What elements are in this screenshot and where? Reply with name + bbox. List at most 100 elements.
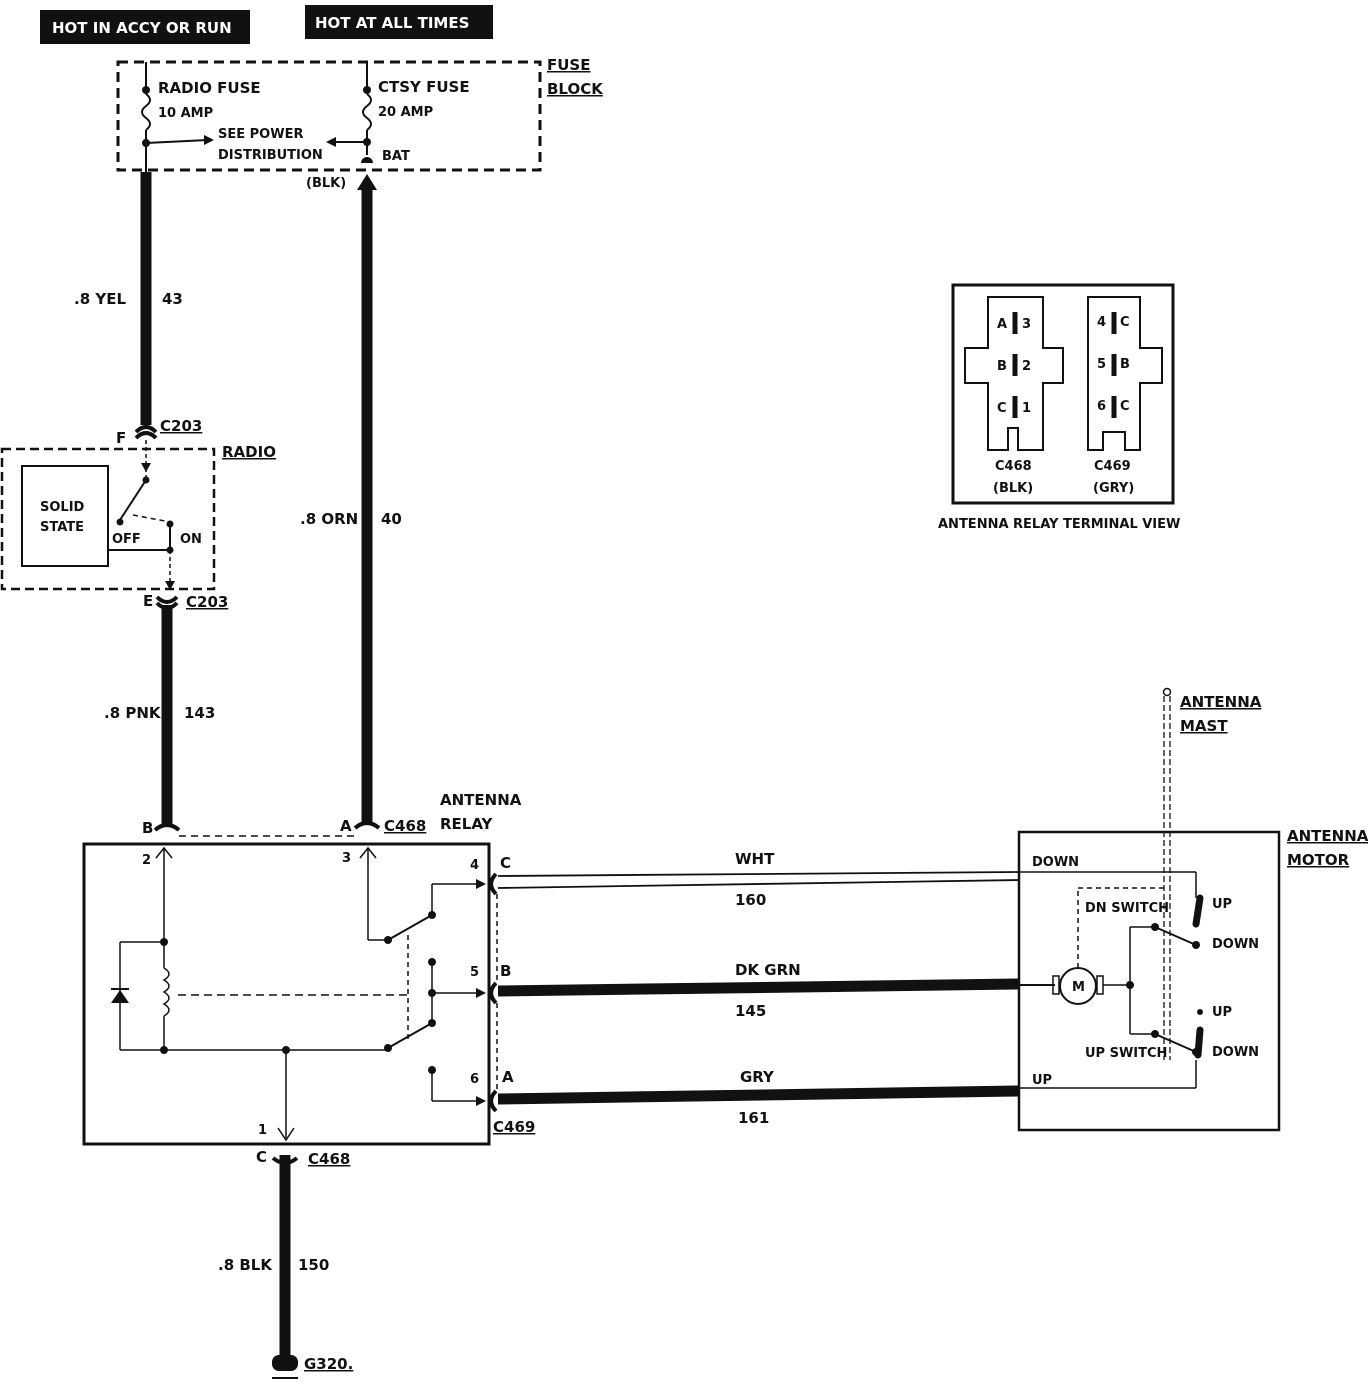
dn-switch-down: DOWN: [1212, 937, 1259, 952]
tv-right-r2-num: 5: [1097, 357, 1106, 372]
c203-pin-f: F: [116, 429, 126, 447]
tv-left-r3-num: 1: [1022, 401, 1031, 416]
wire-wht-circuit: 160: [735, 891, 766, 909]
diode-icon: [111, 990, 129, 1003]
radio-fuse-label: RADIO FUSE: [158, 79, 261, 97]
tv-left-r1-num: 3: [1022, 317, 1031, 332]
term-2-label: 2: [142, 853, 151, 868]
tv-right-r1-num: 4: [1097, 315, 1106, 330]
radio-fuse-icon: [141, 93, 151, 131]
bat-label: BAT: [382, 149, 410, 164]
wire-pnk-143: .8 PNK 143: [104, 605, 215, 825]
up-switch-label: UP SWITCH: [1085, 1046, 1167, 1061]
up-switch-down: DOWN: [1212, 1045, 1259, 1060]
wire-blk-150: .8 BLK 150: [218, 1155, 329, 1360]
mast-label-1: ANTENNA: [1180, 693, 1262, 711]
radio: F C203 RADIO SOLID STATE OFF ON E C203: [0, 417, 276, 611]
tv-right-color: (GRY): [1093, 481, 1134, 496]
dn-switch-label: DN SWITCH: [1085, 901, 1169, 916]
tv-left-name: C468: [995, 459, 1032, 474]
term-6-label: 6: [470, 1072, 479, 1087]
antenna-relay: ANTENNA RELAY B A C468 2 1 3: [82, 791, 535, 1168]
hot-at-all-times-badge: HOT AT ALL TIMES: [305, 5, 493, 39]
c203-label-top: C203: [160, 417, 202, 435]
solid-state-label-2: STATE: [40, 520, 84, 535]
solid-state-label-1: SOLID: [40, 500, 85, 515]
radio-title: RADIO: [222, 443, 276, 461]
wire-yel-label: .8 YEL: [74, 290, 126, 308]
dn-switch-up: UP: [1212, 897, 1232, 912]
wire-yel-43: .8 YEL 43: [74, 172, 183, 425]
see-power-label-2: DISTRIBUTION: [218, 148, 323, 163]
motor-title-1: ANTENNA: [1287, 827, 1368, 845]
fuse-block-label-1: FUSE: [547, 56, 590, 74]
tv-left-r3-letter: C: [997, 401, 1007, 416]
wire-dkgrn-label: DK GRN: [735, 961, 801, 979]
ground-icon: [272, 1355, 298, 1371]
tv-left-color: (BLK): [993, 481, 1033, 496]
relay-pin-a: A: [340, 817, 352, 835]
radio-fuse-amp: 10 AMP: [158, 106, 213, 121]
ground-g320: G320.: [272, 1355, 353, 1379]
ground-label: G320.: [304, 1355, 353, 1373]
relay-title-2: RELAY: [440, 815, 494, 833]
up-switch-up: UP: [1212, 1005, 1232, 1020]
tv-left-r1-letter: A: [997, 317, 1007, 332]
tv-right-r1-letter: C: [1120, 315, 1130, 330]
c203-pin-e: E: [143, 592, 153, 610]
out-pin-a: A: [502, 1068, 514, 1086]
term-3-label: 3: [342, 851, 351, 866]
tv-right-r2-letter: B: [1120, 357, 1130, 372]
fuse-block-label-2: BLOCK: [547, 80, 604, 98]
terminal-view: A 3 B 2 C 1 C468 (BLK) 4 C 5 B 6 C C469 …: [938, 283, 1180, 532]
motor-title-2: MOTOR: [1287, 851, 1350, 869]
see-power-label-1: SEE POWER: [218, 127, 303, 142]
term-1-label: 1: [258, 1123, 267, 1138]
wire-dkgrn-circuit: 145: [735, 1002, 766, 1020]
tv-left-r2-num: 2: [1022, 359, 1031, 374]
wire-gry-161: GRY 161: [497, 1068, 1021, 1127]
relay-coil-icon: [162, 967, 170, 1017]
wire-orn-circuit: 40: [381, 510, 402, 528]
terminal-view-caption: ANTENNA RELAY TERMINAL VIEW: [938, 517, 1180, 532]
wire-orn-label: .8 ORN: [300, 510, 358, 528]
term-4-label: 4: [470, 858, 479, 873]
arrow-left-icon: [326, 137, 336, 147]
bottom-pin-c: C: [256, 1148, 267, 1166]
out-pin-c: C: [500, 854, 511, 872]
c468-bottom-label: C468: [308, 1150, 350, 1168]
fuse-block: FUSE BLOCK RADIO FUSE 10 AMP SEE POWER D…: [116, 56, 604, 191]
wire-wht-label: WHT: [735, 850, 775, 868]
motor-down-input: DOWN: [1032, 855, 1079, 870]
wire-dkgrn-145: DK GRN 145: [497, 961, 1021, 1020]
hot-in-accy-or-run-badge: HOT IN ACCY OR RUN: [40, 10, 250, 44]
wire-orn-40: .8 ORN 40: [300, 174, 402, 822]
wire-blk-circuit: 150: [298, 1256, 329, 1274]
c468-top-label: C468: [384, 817, 426, 835]
wire-wht-160: WHT 160: [497, 850, 1021, 909]
c469-label: C469: [493, 1118, 535, 1136]
ctsy-fuse-amp: 20 AMP: [378, 105, 433, 120]
blk-label: (BLK): [306, 176, 346, 191]
wire-blk-label: .8 BLK: [218, 1256, 273, 1274]
wire-pnk-label: .8 PNK: [104, 704, 162, 722]
term-5-label: 5: [470, 965, 479, 980]
mast-label-2: MAST: [1180, 717, 1228, 735]
antenna-motor: ANTENNA MOTOR DOWN UP M DN SWITCH UP DOW…: [1017, 827, 1368, 1132]
relay-title-1: ANTENNA: [440, 791, 522, 809]
antenna-mast: ANTENNA MAST: [1162, 687, 1262, 1060]
tv-right-r3-letter: C: [1120, 399, 1130, 414]
arrow-right-icon: [204, 135, 214, 145]
hot-at-all-times-label: HOT AT ALL TIMES: [315, 14, 469, 32]
ctsy-fuse-icon: [362, 93, 372, 131]
radio-on-label: ON: [180, 532, 202, 547]
hot-in-accy-label: HOT IN ACCY OR RUN: [52, 19, 232, 37]
ctsy-fuse-label: CTSY FUSE: [378, 78, 470, 96]
wire-gry-circuit: 161: [738, 1109, 769, 1127]
tv-left-r2-letter: B: [997, 359, 1007, 374]
c203-label-bottom: C203: [186, 593, 228, 611]
dn-switch-contact-up: [1192, 894, 1204, 928]
motor-m-label: M: [1072, 980, 1085, 995]
wire-pnk-circuit: 143: [184, 704, 215, 722]
